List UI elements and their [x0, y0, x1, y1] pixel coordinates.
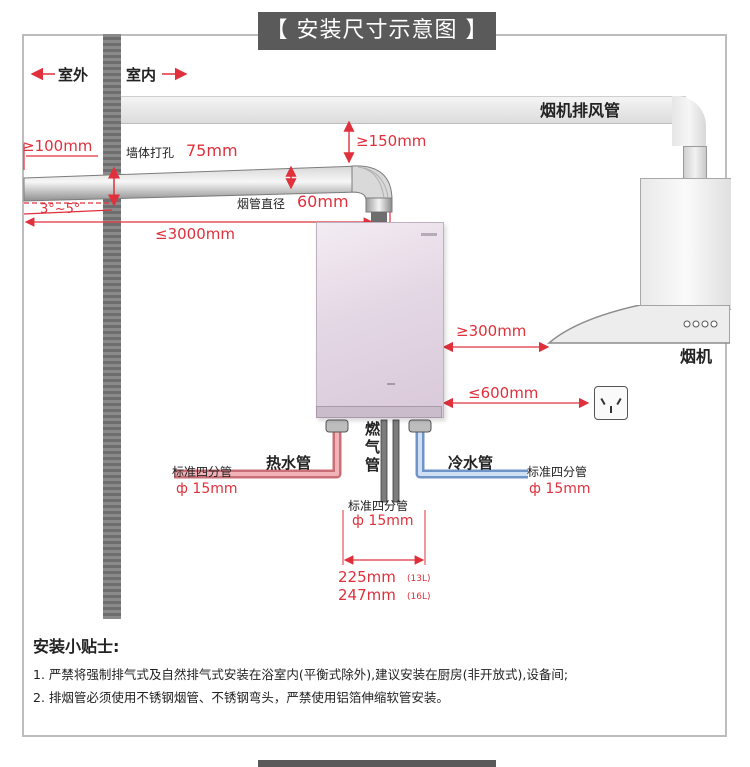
hood-duct-label: 烟机排风管 — [540, 101, 621, 120]
dist-150-label: ≥150mm — [356, 132, 427, 150]
next-section-title-bar — [258, 760, 496, 767]
tip-item: 1. 严禁将强制排气式及自然排气式安装在浴室内(平衡式除外),建议安装在厨房(非… — [33, 667, 569, 682]
dist-300-label: ≥300mm — [456, 322, 527, 340]
hood-duct-collar — [683, 146, 707, 180]
tip-item: 2. 排烟管必须使用不锈钢烟管、不锈钢弯头，严禁使用铝箔伸缩软管安装。 — [33, 690, 449, 705]
dist-100-label: ≥100mm — [22, 137, 93, 155]
gas-pipe-label: 燃气管 — [365, 420, 381, 474]
range-hood-canopy — [547, 305, 730, 344]
phi-mid-label: ф 15mm — [352, 513, 414, 529]
width-16l-unit: (16L) — [407, 592, 431, 602]
wall-hole-label: 墙体打孔 — [126, 146, 175, 160]
water-heater-base — [316, 406, 442, 418]
dist-600-label: ≤600mm — [468, 384, 539, 402]
hood-exhaust-duct — [121, 96, 686, 124]
width-13l-value: 225mm — [338, 568, 396, 586]
std-pipe-left-label: 标准四分管 — [172, 465, 233, 479]
hood-label: 烟机 — [680, 347, 713, 366]
water-heater — [316, 222, 444, 418]
phi-right-label: ф 15mm — [529, 481, 591, 497]
width-13l-unit: (13L) — [407, 574, 431, 584]
phi-left-label: ф 15mm — [176, 481, 238, 497]
wall-hole-value: 75mm — [186, 141, 238, 160]
width-16l-value: 247mm — [338, 586, 396, 604]
range-hood-body — [640, 178, 731, 310]
outdoor-label: 室外 — [58, 66, 89, 84]
tips-heading: 安装小贴士: — [33, 637, 120, 656]
cold-pipe-label: 冷水管 — [448, 454, 494, 472]
dist-3000-label: ≤3000mm — [155, 225, 235, 243]
std-pipe-right-label: 标准四分管 — [527, 465, 588, 479]
indoor-label: 室内 — [126, 66, 157, 84]
flue-diameter-value: 60mm — [297, 192, 349, 211]
power-socket-icon — [594, 386, 628, 420]
page-title: 【 安装尺寸示意图 】 — [258, 12, 496, 50]
std-pipe-mid-label: 标准四分管 — [348, 499, 409, 513]
angle-label: 3°~5° — [40, 202, 81, 217]
hot-pipe-label: 热水管 — [266, 454, 312, 472]
flue-diameter-label: 烟管直径 — [237, 197, 286, 211]
